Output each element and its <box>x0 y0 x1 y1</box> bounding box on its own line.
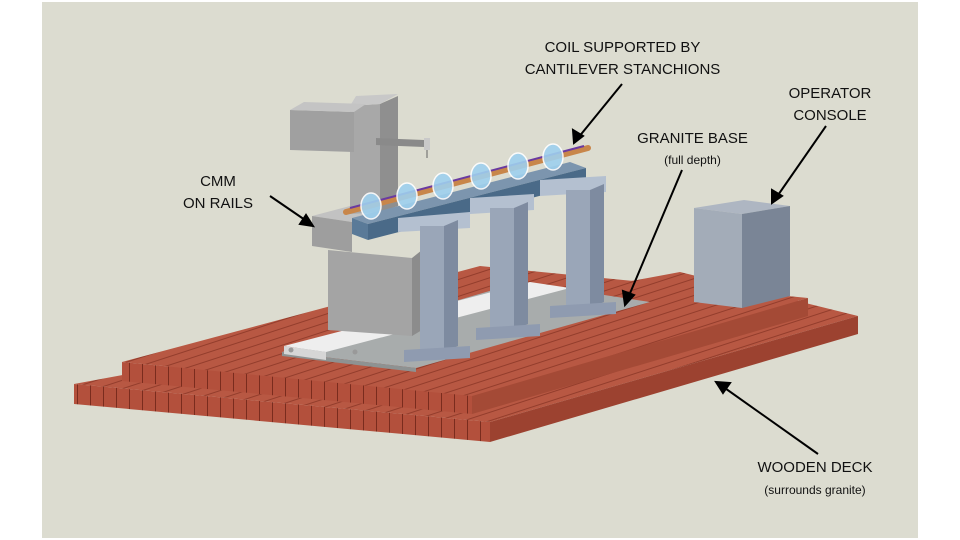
granite-top <box>282 282 650 368</box>
stanchions <box>352 162 616 362</box>
stanchion-post <box>490 208 514 330</box>
stanchion-foot <box>550 302 616 318</box>
arrow-coil <box>577 83 623 139</box>
coil <box>343 143 591 220</box>
label-granite: GRANITE BASE (full depth) <box>625 128 760 169</box>
cmm-column-top <box>350 94 398 106</box>
cmm-column-front <box>350 104 380 214</box>
deck-lower-front <box>74 384 490 442</box>
label-granite-sub: (full depth) <box>664 153 721 167</box>
arrow-deck <box>721 385 819 455</box>
cmm-column-side <box>380 96 398 212</box>
cmm-machine <box>290 94 430 336</box>
operator-console <box>694 200 790 308</box>
deck-upper-front <box>122 362 472 414</box>
deck-lower-side <box>490 316 858 442</box>
stanchion-post <box>566 190 590 308</box>
label-deck: WOODEN DECK (surrounds granite) <box>740 457 890 499</box>
rail-bolt <box>352 349 358 355</box>
label-cmm-line2: ON RAILS <box>182 195 254 212</box>
cmm-head-top <box>290 102 366 112</box>
cmm-head-front <box>290 110 354 152</box>
stanchion-post-side <box>514 202 528 330</box>
label-coil: COIL SUPPORTED BY CANTILEVER STANCHIONS <box>500 37 745 81</box>
label-deck-main: WOODEN DECK <box>757 459 873 476</box>
label-cmm: CMM ON RAILS <box>168 171 268 215</box>
label-granite-main: GRANITE BASE <box>637 130 748 147</box>
console-front <box>694 208 742 308</box>
cmm-body-front <box>328 250 412 336</box>
rail-front <box>284 346 326 360</box>
stanchion-foot <box>404 346 470 362</box>
coil-support-rings <box>360 143 564 220</box>
beam-front <box>352 218 368 240</box>
label-cmm-line1: CMM <box>200 173 236 190</box>
arrow-cmm <box>269 195 309 223</box>
stanchion-post-side <box>590 184 604 308</box>
label-coil-line1: COIL SUPPORTED BY <box>544 39 701 56</box>
cmm-carriage-front <box>312 216 352 252</box>
stanchion-post <box>420 226 444 352</box>
label-console-line2: CONSOLE <box>793 107 867 124</box>
callout-arrows <box>269 83 827 455</box>
cmm-body-side <box>412 250 422 336</box>
stanchion-foot <box>476 324 540 340</box>
console-side <box>742 206 790 308</box>
cmm-probe-arm <box>376 138 424 147</box>
label-deck-sub: (surrounds granite) <box>764 483 866 497</box>
stanchion-post-side <box>444 220 458 352</box>
cmm-probe-tip <box>424 138 430 150</box>
rail-bolt <box>288 347 294 353</box>
arrow-granite <box>627 169 683 299</box>
label-console-line1: OPERATOR <box>788 85 872 102</box>
label-console: OPERATOR CONSOLE <box>770 83 890 127</box>
label-coil-line2: CANTILEVER STANCHIONS <box>524 61 721 78</box>
deck-upper-side <box>472 298 808 414</box>
console-top <box>694 200 790 214</box>
arrow-console <box>775 125 827 199</box>
